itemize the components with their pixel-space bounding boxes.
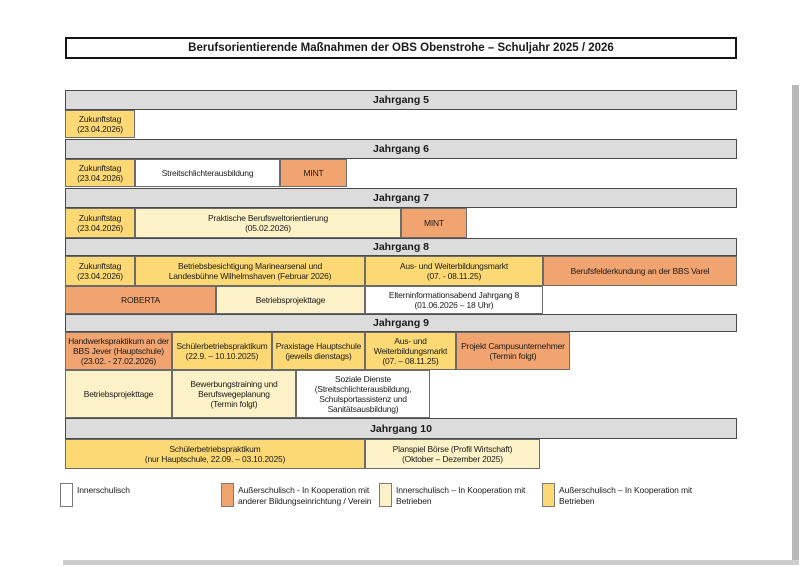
activity-cell: Praxistage Hauptschule (jeweils dienstag… — [271, 332, 365, 370]
legend-label: Außerschulisch – In Kooperation mit Betr… — [559, 485, 693, 507]
legend-swatch-gold — [542, 483, 555, 507]
section-header-jahrgang-6: Jahrgang 6 — [65, 139, 737, 159]
section-header-jahrgang-7: Jahrgang 7 — [65, 188, 737, 208]
section-header-jahrgang-10: Jahrgang 10 — [65, 418, 737, 439]
activity-cell: Schülerbetriebspraktikum (nur Hauptschul… — [65, 439, 365, 469]
activity-cell: Zukunftstag (23.04.2026) — [65, 256, 136, 286]
activity-cell: Zukunftstag (23.04.2026) — [65, 110, 136, 138]
section-header-jahrgang-5: Jahrgang 5 — [65, 90, 737, 110]
activity-cell: Handwerkspraktikum an der BBS Jever (Hau… — [65, 332, 172, 370]
page-edge-shadow-right — [792, 85, 799, 565]
activity-cell: ROBERTA — [65, 286, 216, 314]
page-edge-shadow-bottom — [63, 560, 799, 565]
activity-cell: Betriebsbesichtigung Marinearsenal und L… — [135, 256, 366, 286]
activity-cell: Elterninformationsabend Jahrgang 8 (01.0… — [364, 286, 543, 314]
activity-cell: Soziale Dienste (Streitschlichterausbild… — [296, 370, 431, 418]
activity-cell: Betriebsprojekttage — [65, 370, 172, 418]
activity-cell: Bewerbungstraining und Berufswegeplanung… — [171, 370, 296, 418]
legend-label: Außerschulisch - In Kooperation mit ande… — [238, 485, 372, 507]
activity-cell: Praktische Berufsweltorientierung (05.02… — [135, 208, 401, 238]
activity-cell: MINT — [280, 159, 348, 187]
activity-cell: Streitschlichterausbildung — [135, 159, 281, 187]
activity-cell: Betriebsprojekttage — [215, 286, 365, 314]
page-title: Berufsorientierende Maßnahmen der OBS Ob… — [65, 37, 737, 59]
section-header-jahrgang-9: Jahrgang 9 — [65, 314, 737, 332]
activity-cell: MINT — [401, 208, 467, 238]
legend-swatch-pale — [379, 483, 392, 507]
legend-label: Innerschulisch – In Kooperation mit Betr… — [396, 485, 526, 507]
activity-cell: Aus- und Weiterbildungsmarkt (07. - 08.1… — [364, 256, 543, 286]
legend-swatch-white — [60, 483, 73, 507]
activity-cell: Planspiel Börse (Profil Wirtschaft) (Okt… — [364, 439, 540, 469]
legend-swatch-orange — [221, 483, 234, 507]
legend-label: Innerschulisch — [77, 485, 130, 495]
section-header-jahrgang-8: Jahrgang 8 — [65, 238, 737, 256]
activity-cell: Zukunftstag (23.04.2026) — [65, 159, 136, 187]
activity-cell: Aus- und Weiterbildungsmarkt (07. – 08.1… — [364, 332, 456, 370]
activity-cell: Projekt Campusunternehmer (Termin folgt) — [455, 332, 570, 370]
activity-cell: Zukunftstag (23.04.2026) — [65, 208, 136, 238]
activity-cell: Berufsfelderkundung an der BBS Varel — [542, 256, 737, 286]
activity-cell: Schülerbetriebspraktikum (22.9. – 10.10.… — [171, 332, 272, 370]
